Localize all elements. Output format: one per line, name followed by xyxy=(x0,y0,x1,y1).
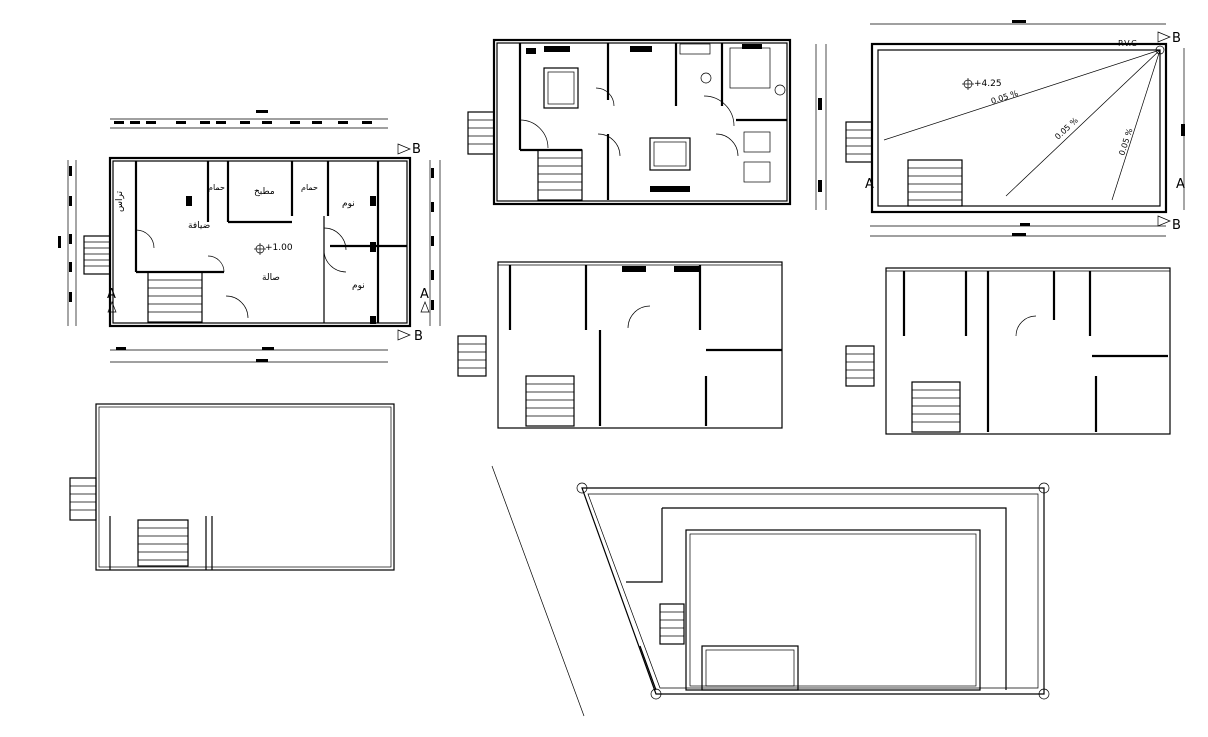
roof-plan: +4.25 P.V.C 0.05 % 0.05 % 0.05 % B B A A xyxy=(845,20,1185,237)
roof-section-mark-b-bottom: B xyxy=(1172,218,1181,233)
structural-plan-center xyxy=(457,261,783,429)
first-floor-furnished-plan xyxy=(467,38,827,210)
roof-section-mark-a-left: A xyxy=(865,177,874,192)
section-mark-b-bottom: B xyxy=(414,329,423,344)
structural-plan-right xyxy=(845,267,1171,435)
level-marker-roof: +4.25 xyxy=(974,79,1002,89)
roof-slope-label-3: 0.05 % xyxy=(1117,127,1134,157)
pvc-pipe-label: P.V.C xyxy=(1118,39,1137,48)
room-label-salon: صالة xyxy=(262,273,280,283)
site-boundary-plan xyxy=(491,465,1050,717)
ground-floor-plan: +1.00 صالة مطبخ حمام حمام نوم نوم ضيافة … xyxy=(58,110,441,363)
section-mark-a-right: A xyxy=(420,287,429,302)
room-label-terrace: تراس xyxy=(115,191,125,212)
roof-section-mark-b-top: B xyxy=(1172,31,1181,46)
roof-slope-label-1: 0.05 % xyxy=(990,89,1020,106)
room-label-bedroom-2: نوم xyxy=(352,281,365,291)
section-mark-b-top: B xyxy=(412,142,421,157)
roof-slope-label-2: 0.05 % xyxy=(1053,116,1080,142)
room-label-bath-1: حمام xyxy=(208,183,225,192)
room-label-reception: ضيافة xyxy=(188,221,210,231)
roof-outline-plan-left xyxy=(69,403,395,571)
roof-section-mark-a-right: A xyxy=(1176,177,1185,192)
room-label-bedroom-1: نوم xyxy=(342,199,355,209)
room-label-bath-2: حمام xyxy=(301,183,318,192)
section-mark-a-left: A xyxy=(107,287,116,302)
level-marker-ground: +1.00 xyxy=(265,243,293,253)
room-label-kitchen: مطبخ xyxy=(254,187,275,197)
dimension-lines xyxy=(58,110,441,363)
